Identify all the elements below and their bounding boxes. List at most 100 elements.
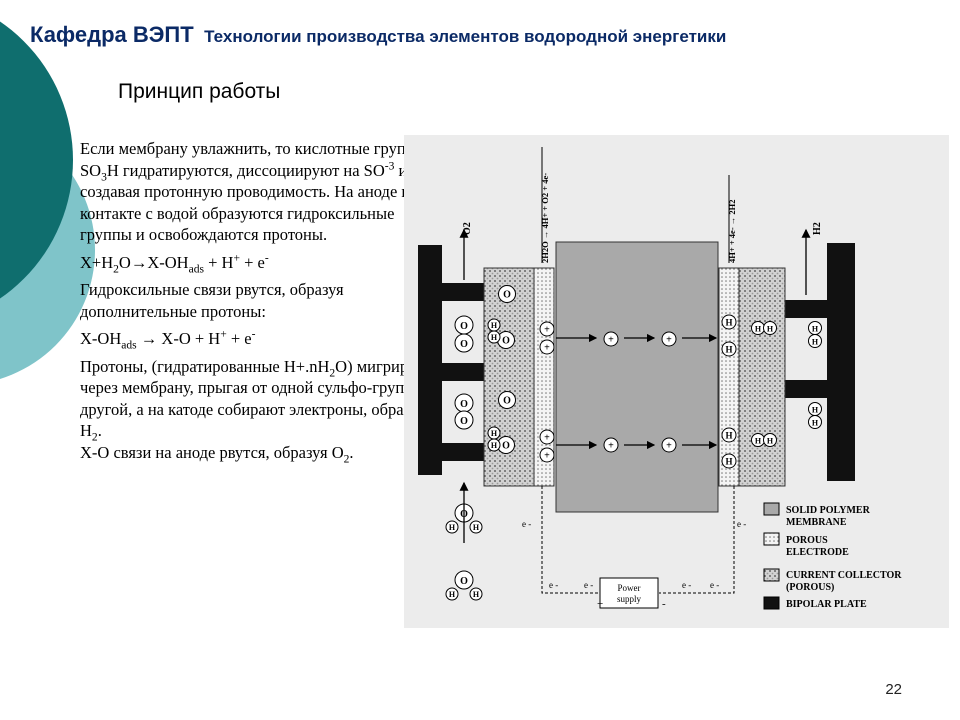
decorative-circles [0,21,95,379]
power-supply-box [599,577,659,609]
deco-circle-dark [0,21,73,299]
svg-text:+: + [666,335,672,346]
proton: + [603,331,619,347]
svg-text:BIPOLAR PLATE: BIPOLAR PLATE [786,599,867,610]
svg-text:SOLID POLYMER: SOLID POLYMER [786,505,871,516]
svg-text:POROUS: POROUS [786,535,828,546]
current-collector-right [738,267,786,487]
power-plus-sign: + [597,598,603,610]
paragraph-oxygen-release: X-O связи на аноде рвутся, образуя O2. [80,442,354,465]
svg-text:O: O [460,399,468,410]
svg-text:H: H [491,333,498,342]
svg-text:H: H [812,419,819,428]
svg-text:H: H [755,437,762,446]
electron-label: e - [584,580,593,590]
hydrogen-atom: H [763,433,777,447]
svg-text:O: O [460,339,468,350]
equation-2: X-OHads → X-O + H+ + e- [80,328,256,352]
oxygen-molecule: O [454,333,474,353]
svg-text:H: H [767,325,774,334]
svg-text:O: O [460,576,468,587]
bipolar-rib-right-1 [784,300,855,318]
legend-item-current-collector: CURRENT COLLECTOR (POROUS) [763,568,902,593]
svg-text:+: + [544,433,550,444]
svg-text:+: + [608,441,614,452]
svg-text:O: O [502,441,510,452]
proton: + [539,447,555,463]
svg-text:H: H [725,318,732,328]
circuit-wire-left [541,486,599,594]
hydrogen-atom: H [487,438,501,452]
electrolyzer-diagram: O2 H2 2H2O → 4H+ + O2 + 4e- 4H+ + 4e- → … [404,135,949,628]
bipolar-rib-right-2 [784,380,855,398]
department-name: Кафедра ВЭПТ [30,22,194,47]
svg-text:+: + [608,335,614,346]
proton: + [661,437,677,453]
svg-text:+: + [544,325,550,336]
bipolar-plate-right [827,243,855,481]
course-topic: Технологии производства элементов водоро… [204,27,727,46]
porous-electrode-right [718,267,740,487]
oxygen-molecule: O [498,391,516,409]
svg-text:H: H [473,590,480,599]
paragraph-hydroxyl-bonds: Гидроксильные связи рвутся, образуя допо… [80,280,344,321]
svg-text:H: H [755,325,762,334]
slide-header: Кафедра ВЭПТ Технологии производства эле… [30,22,950,48]
svg-text:H: H [725,457,732,467]
svg-text:O: O [503,396,511,407]
anode-reaction-label: 2H2O → 4H+ + O2 + 4e- [540,173,550,263]
oxygen-molecule: O [454,315,474,335]
svg-text:H: H [812,406,819,415]
proton: + [603,437,619,453]
bipolar-rib-left-3 [418,443,488,461]
svg-text:H: H [812,325,819,334]
bipolar-rib-left-2 [418,363,488,381]
solid-polymer-membrane [555,241,719,513]
svg-text:(POROUS): (POROUS) [786,582,834,593]
legend-item-porous-electrode: POROUS ELECTRODE [763,532,849,558]
svg-text:O: O [502,336,510,347]
paragraph-proton-migration: Протоны, (гидратированные H+.nH2O) мигри… [80,356,437,444]
svg-text:H: H [812,338,819,347]
hydrogen-atom: H [487,330,501,344]
proton: + [661,331,677,347]
svg-text:+: + [666,441,672,452]
circuit-wire-right [659,486,735,594]
power-minus-sign: - [662,598,666,610]
oxygen-molecule: O [454,410,474,430]
proton: + [539,321,555,337]
electron-label: e - [737,519,746,529]
svg-text:CURRENT COLLECTOR: CURRENT COLLECTOR [786,570,902,581]
o2-label: O2 [462,222,473,235]
svg-text:+: + [544,451,550,462]
hydrogen-atom: H [808,321,822,335]
svg-text:H: H [725,431,732,441]
equation-1: X+H2O→X-OHads + H+ + e- [80,252,269,275]
page-number: 22 [885,681,902,698]
hydrogen-atom: H [808,402,822,416]
paragraph-membrane-hydration: Если мембрану увлажнить, то кислотные гр… [80,139,438,244]
svg-text:H: H [491,429,498,438]
svg-text:O: O [460,416,468,427]
hydrogen-atom: H [721,453,737,469]
electron-label: e - [549,580,558,590]
electron-label: e - [710,580,719,590]
electron-label: e - [682,580,691,590]
slide-title: Принцип работы [118,80,281,103]
hydrogen-atom: H [763,321,777,335]
h2-label: H2 [812,222,823,235]
electron-label: e - [522,519,531,529]
svg-text:ELECTRODE: ELECTRODE [786,547,849,558]
proton: + [539,339,555,355]
legend-item-bipolar-plate: BIPOLAR PLATE [763,596,867,610]
svg-text:O: O [503,290,511,301]
body-text: Если мембрану увлажнить, то кислотные гр… [80,138,445,465]
hydrogen-atom: H [487,318,501,332]
cathode-reaction-label: 4H+ + 4e- → 2H2 [727,199,737,263]
hydrogen-atom: H [721,341,737,357]
legend-item-membrane: SOLID POLYMER MEMBRANE [763,502,871,528]
power-supply-label-line2: supply [617,594,642,604]
svg-text:H: H [491,321,498,330]
svg-text:H: H [449,523,456,532]
oxygen-molecule: O [454,393,474,413]
